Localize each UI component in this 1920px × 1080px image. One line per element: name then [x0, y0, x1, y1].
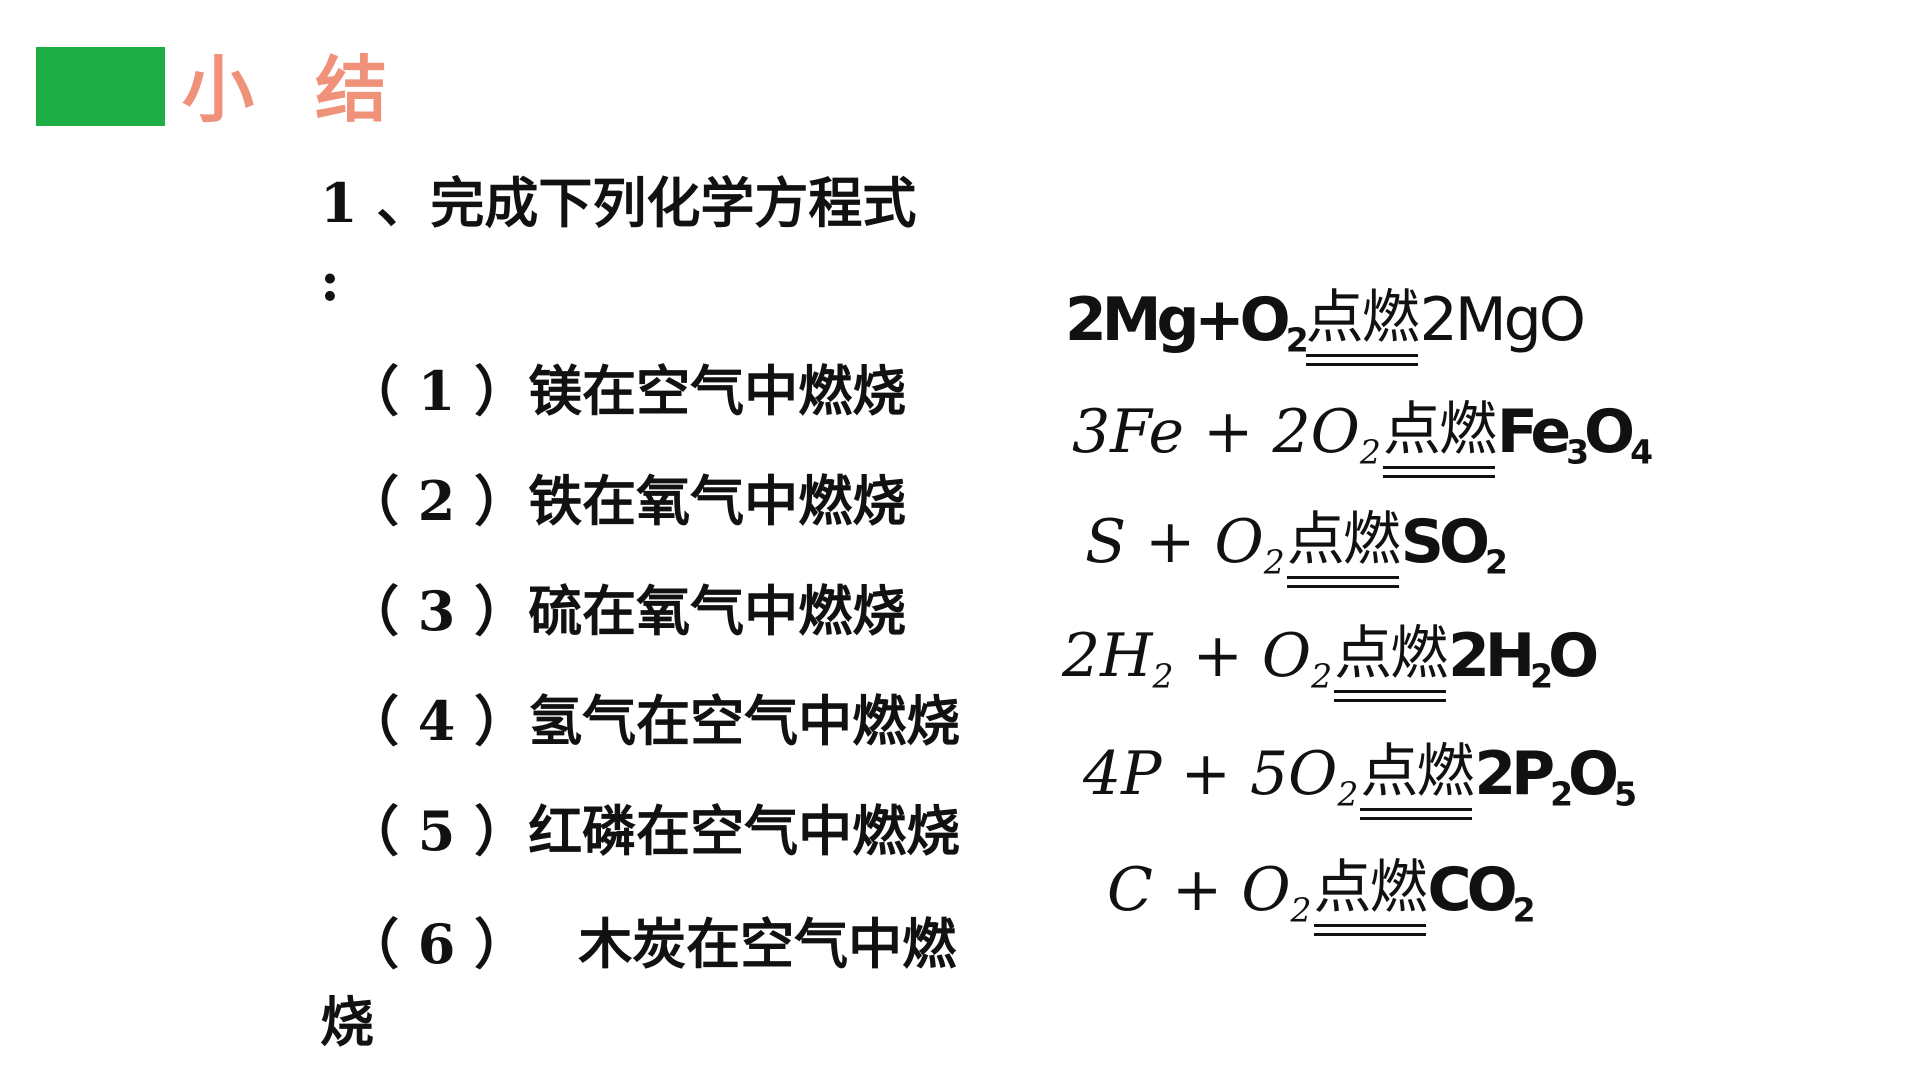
condition-text: 点燃: [1382, 395, 1497, 463]
equation-products: 2MgO: [1419, 285, 1586, 355]
list-item-3: （ 3 ）硫在氧气中燃烧: [345, 576, 906, 646]
equation-4: 2H2 + O2 点燃 2H2O: [1062, 618, 1599, 702]
item-number: （ 6 ）: [345, 912, 529, 976]
list-item-2: （ 2 ）铁在氧气中燃烧: [345, 466, 906, 536]
item-number: （ 1 ）: [345, 359, 529, 423]
item-label: 硫在氧气中燃烧: [528, 579, 907, 643]
reaction-condition: 点燃: [1382, 394, 1497, 478]
slide-title: 小 结: [182, 48, 406, 132]
equation-products: 2P2O5: [1474, 739, 1637, 814]
reaction-condition: 点燃: [1334, 618, 1448, 702]
list-item-5: （ 5 ）红磷在空气中燃烧: [345, 796, 960, 866]
condition-double-line: [1334, 690, 1447, 702]
instruction-colon: :: [320, 249, 340, 313]
instruction-main: 1 、完成下列化学方程式: [320, 171, 917, 235]
equation-reactants: C + O2: [1107, 855, 1312, 930]
title-accent-block: [36, 47, 165, 126]
equation-products: 2H2O: [1448, 621, 1599, 696]
condition-text: 点燃: [1313, 853, 1428, 921]
condition-double-line: [1382, 466, 1495, 478]
equation-5: 4P + 5O2 点燃 2P2O5: [1083, 736, 1637, 820]
condition-text: 点燃: [1334, 619, 1448, 687]
reaction-condition: 点燃: [1360, 736, 1474, 820]
item-label: 镁在空气中燃烧: [528, 359, 907, 423]
list-item-1: （ 1 ）镁在空气中燃烧: [345, 356, 906, 426]
equation-products: CO2: [1427, 855, 1536, 930]
condition-double-line: [1305, 354, 1418, 366]
item-number: （ 5 ）: [345, 799, 529, 863]
equation-reactants: 3Fe + 2O2: [1072, 397, 1381, 472]
equation-reactants: S + O2: [1085, 507, 1285, 582]
reaction-condition: 点燃: [1313, 852, 1428, 936]
item-number: （ 3 ）: [345, 579, 529, 643]
item-label-wrap: 烧: [320, 990, 374, 1054]
equation-reactants: 4P + 5O2: [1083, 739, 1359, 814]
equation-reactants: 2Mg+O2: [1065, 285, 1309, 360]
item-label: 木炭在空气中燃: [578, 912, 957, 976]
list-item-4: （ 4 ）氢气在空气中燃烧: [345, 686, 960, 756]
reaction-condition: 点燃: [1286, 504, 1401, 588]
reaction-condition: 点燃: [1305, 282, 1420, 366]
condition-text: 点燃: [1305, 283, 1420, 351]
list-item-6: （ 6 ） 木炭在空气中燃 烧: [320, 905, 1040, 1061]
condition-double-line: [1360, 808, 1473, 820]
condition-text: 点燃: [1360, 737, 1474, 805]
equation-3: S + O2 点燃 SO2: [1085, 504, 1508, 588]
equation-2: 3Fe + 2O2 点燃 Fe3O4: [1072, 394, 1653, 478]
instruction-text: 1 、完成下列化学方程式 :: [320, 164, 1040, 320]
item-number: （ 4 ）: [345, 689, 529, 753]
condition-double-line: [1286, 576, 1399, 588]
item-label: 氢气在空气中燃烧: [528, 689, 961, 753]
item-label: 铁在氧气中燃烧: [528, 469, 907, 533]
equation-1: 2Mg+O2 点燃 2MgO: [1065, 282, 1586, 366]
equation-products: SO2: [1400, 507, 1508, 582]
condition-double-line: [1313, 924, 1426, 936]
condition-text: 点燃: [1286, 505, 1401, 573]
equation-products: Fe3O4: [1496, 397, 1653, 472]
equation-reactants: 2H2 + O2: [1062, 621, 1333, 696]
item-label: 红磷在空气中燃烧: [528, 799, 961, 863]
item-number: （ 2 ）: [345, 469, 529, 533]
equation-6: C + O2 点燃 CO2: [1107, 852, 1536, 936]
